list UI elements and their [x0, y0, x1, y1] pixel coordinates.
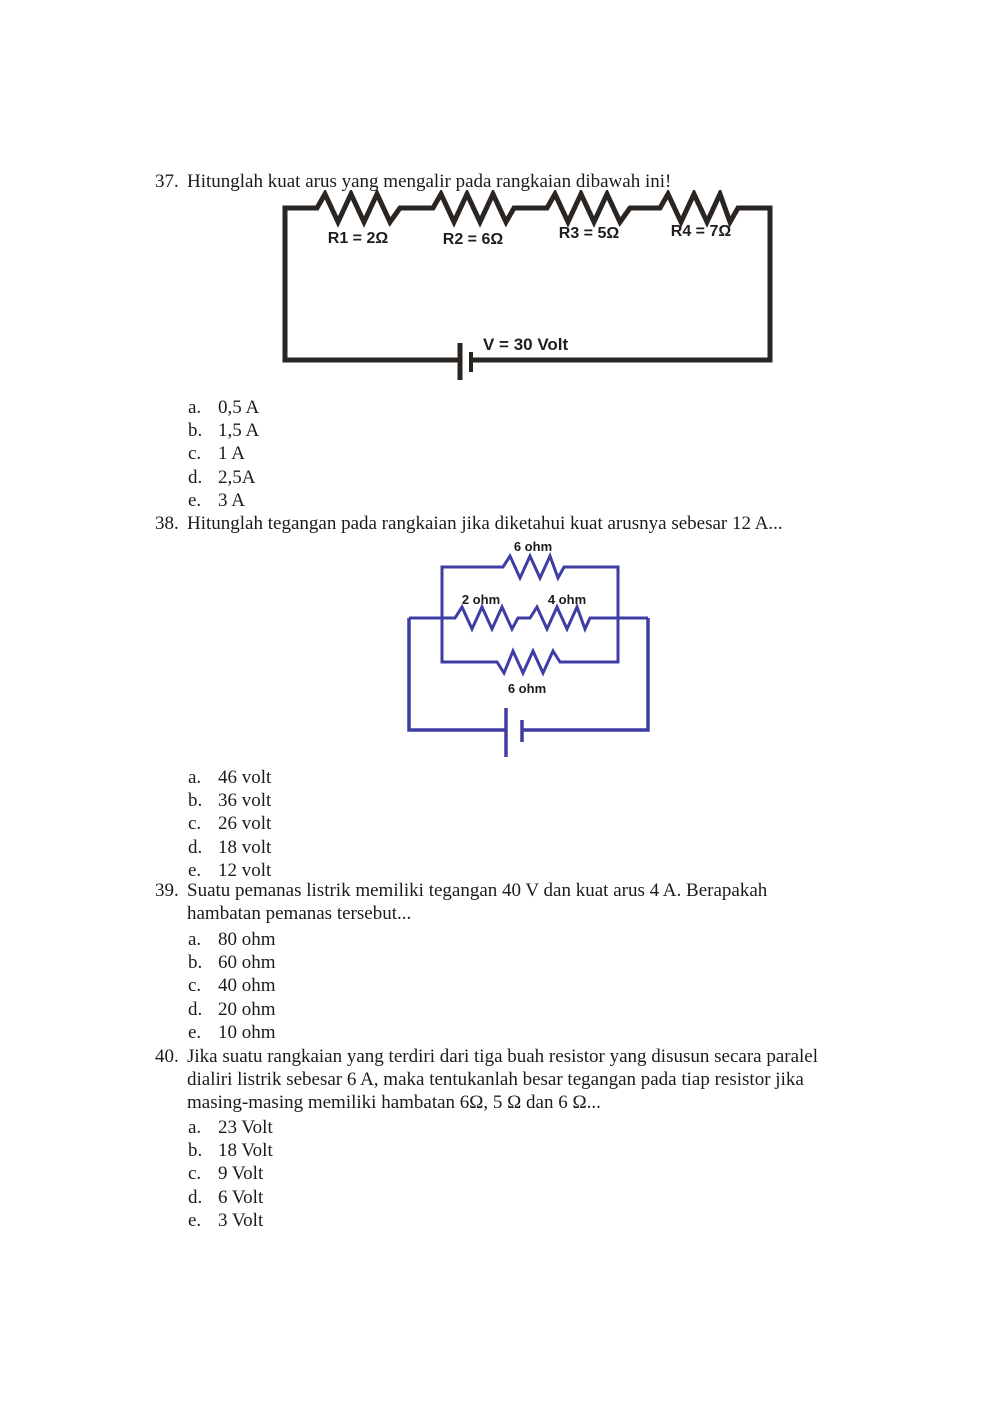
option-text: 80 ohm	[218, 929, 276, 950]
question-40-number: 40.	[155, 1046, 179, 1067]
option-row: e. 12 volt	[188, 859, 271, 882]
question-37-number: 37.	[155, 171, 179, 192]
option-text: 26 volt	[218, 813, 272, 835]
option-row: d. 20 ohm	[188, 998, 276, 1021]
resistor-label-r3: R3 = 5Ω	[559, 225, 620, 242]
option-letter: a.	[188, 1117, 202, 1138]
resistor-label-middle-right: 4 ohm	[548, 592, 586, 607]
option-letter: b.	[188, 420, 203, 442]
option-letter: e.	[188, 859, 202, 881]
question-40: 40. Jika suatu rangkaian yang terdiri da…	[155, 1045, 915, 1115]
question-37-text: Hitunglah kuat arus yang mengalir pada r…	[187, 171, 672, 192]
option-letter: a.	[188, 767, 202, 788]
option-letter: d.	[188, 998, 203, 1020]
option-text: 1,5 A	[218, 420, 260, 442]
option-row: a. 46 volt	[188, 766, 271, 789]
resistor-label-r4: R4 = 7Ω	[671, 223, 732, 240]
resistor-label-top: 6 ohm	[514, 539, 552, 554]
option-text: 18 volt	[218, 836, 272, 858]
option-letter: e.	[188, 1209, 202, 1231]
middle-branch-wire	[409, 603, 648, 633]
battery-voltage-label: V = 30 Volt	[483, 335, 569, 354]
option-text: 40 ohm	[218, 975, 276, 997]
question-37-options: a. 0,5 A b. 1,5 A c. 1 A d. 2,5A e. 3 A	[188, 396, 259, 512]
option-row: c. 9 Volt	[188, 1162, 273, 1185]
option-row: e. 3 Volt	[188, 1209, 273, 1232]
option-text: 18 Volt	[218, 1140, 273, 1162]
option-row: e. 10 ohm	[188, 1021, 276, 1044]
question-39-number: 39.	[155, 880, 179, 901]
option-row: c. 1 A	[188, 442, 259, 465]
parallel-circuit-diagram: 6 ohm 2 ohm 4 ohm 6 ohm	[407, 539, 650, 757]
question-38-options: a.46 volt b.36 volt c.26 volt d.18 volt …	[188, 766, 271, 882]
option-letter: c.	[188, 975, 202, 997]
option-text: 20 ohm	[218, 998, 276, 1020]
question-40-text-line3: masing-masing memiliki hambatan 6Ω, 5 Ω …	[187, 1092, 601, 1114]
option-text: 10 ohm	[218, 1021, 276, 1043]
option-text: 36 volt	[218, 790, 272, 812]
option-letter: d.	[188, 1186, 203, 1208]
option-letter: e.	[188, 1021, 202, 1043]
resistor-label-middle-left: 2 ohm	[462, 592, 500, 607]
resistor-label-r2: R2 = 6Ω	[443, 231, 504, 248]
outer-loop-wire-right	[522, 618, 650, 732]
question-38-text: Hitunglah tegangan pada rangkaian jika d…	[187, 513, 783, 534]
resistor-label-bottom: 6 ohm	[508, 681, 546, 696]
option-letter: a.	[188, 397, 202, 418]
option-text: 3 A	[218, 489, 245, 511]
option-row: c. 40 ohm	[188, 974, 276, 997]
option-letter: c.	[188, 1163, 202, 1185]
option-text: 23 Volt	[218, 1117, 273, 1138]
option-letter: d.	[188, 836, 203, 858]
option-row: b. 60 ohm	[188, 951, 276, 974]
option-letter: d.	[188, 466, 203, 488]
option-row: b. 18 Volt	[188, 1139, 273, 1162]
question-39-text-line1: Suatu pemanas listrik memiliki tegangan …	[187, 880, 768, 901]
option-text: 9 Volt	[218, 1163, 264, 1185]
option-row: b. 1,5 A	[188, 419, 259, 442]
option-row: a. 0,5 A	[188, 396, 259, 419]
option-text: 3 Volt	[218, 1209, 264, 1231]
series-circuit-wire	[282, 190, 773, 363]
option-letter: b.	[188, 1140, 203, 1162]
option-row: d. 6 Volt	[188, 1186, 273, 1209]
option-text: 6 Volt	[218, 1186, 264, 1208]
option-row: a. 23 Volt	[188, 1116, 273, 1139]
inner-loop-wire	[440, 552, 620, 677]
option-row: b. 36 volt	[188, 789, 271, 812]
option-row: d. 2,5A	[188, 466, 259, 489]
option-text: 2,5A	[218, 466, 256, 488]
question-40-text-line2: dialiri listrik sebesar 6 A, maka tentuk…	[187, 1069, 804, 1091]
resistor-label-r1: R1 = 2Ω	[328, 230, 389, 247]
option-text: 46 volt	[218, 767, 272, 788]
outer-loop-wire-left	[407, 618, 505, 732]
series-circuit-diagram: R1 = 2Ω R2 = 6Ω R3 = 5Ω R4 = 7Ω V = 30 V…	[282, 190, 773, 380]
option-text: 0,5 A	[218, 397, 260, 418]
option-letter: a.	[188, 929, 202, 950]
option-letter: c.	[188, 813, 202, 835]
question-40-options: a. 23 Volt b. 18 Volt c. 9 Volt d. 6 Volt e.…	[188, 1116, 273, 1232]
question-39-text-line2: hambatan pemanas tersebut...	[187, 903, 412, 925]
question-37: 37. Hitunglah kuat arus yang mengalir pa…	[155, 170, 915, 193]
option-row: d. 18 volt	[188, 836, 271, 859]
option-letter: c.	[188, 443, 202, 465]
option-text: 1 A	[218, 443, 245, 465]
option-letter: b.	[188, 952, 203, 974]
question-39-options: a. 80 ohm b. 60 ohm c. 40 ohm d. 20 ohm e. 10…	[188, 928, 276, 1044]
option-letter: e.	[188, 489, 202, 511]
question-40-text-line1: Jika suatu rangkaian yang terdiri dari t…	[187, 1046, 819, 1067]
option-row: c. 26 volt	[188, 812, 271, 835]
question-38-number: 38.	[155, 513, 179, 534]
option-row: e. 3 A	[188, 489, 259, 512]
question-39: 39. Suatu pemanas listrik memiliki tegan…	[155, 879, 915, 925]
question-38: 38. Hitunglah tegangan pada rangkaian ji…	[155, 512, 915, 535]
option-text: 60 ohm	[218, 952, 276, 974]
option-text: 12 volt	[218, 859, 272, 881]
option-row: a. 80 ohm	[188, 928, 276, 951]
option-letter: b.	[188, 790, 203, 812]
